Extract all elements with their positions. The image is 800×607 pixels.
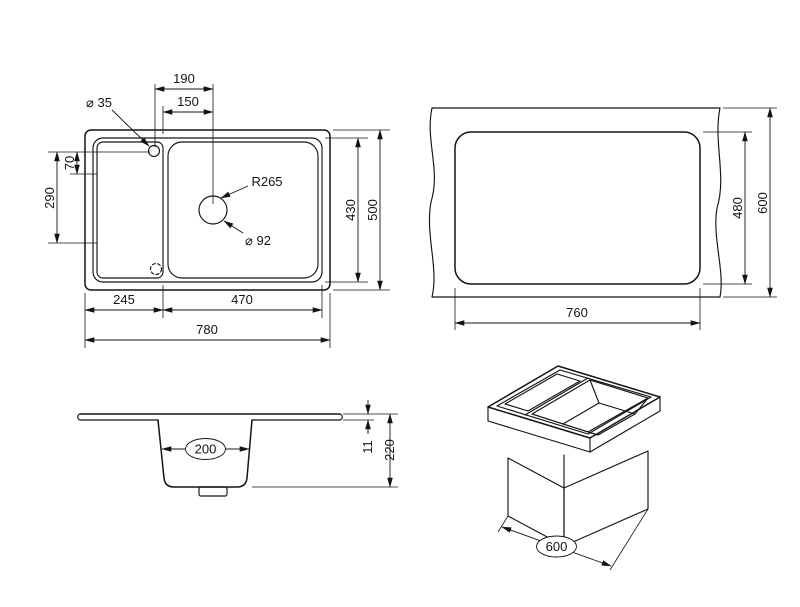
dim-label-500: 500 <box>365 199 380 221</box>
plan-dimension-labels: 190 150 ⌀ 35 R265 ⌀ 92 290 70 430 500 24… <box>42 71 380 337</box>
iso-dimension: 600 <box>497 508 649 571</box>
sink-inner-rim <box>92 137 323 283</box>
iso-view: 600 <box>487 365 661 571</box>
dim-balloon-200 <box>185 438 226 460</box>
plan-extension-lines <box>48 84 390 348</box>
cutout-view: 760 480 600 <box>428 107 777 330</box>
sink-outer-edge <box>84 129 331 291</box>
dim-label-190: 190 <box>173 71 195 86</box>
iso-drainer-inner <box>504 373 581 412</box>
worktop-outline <box>428 107 722 298</box>
leader-drain <box>223 220 244 234</box>
section-view: 200 11 220 <box>77 400 398 497</box>
dim-label-600-worktop: 600 <box>755 192 770 214</box>
worktop-break-line-right <box>715 107 722 298</box>
drain-fitting <box>198 486 228 497</box>
cutout-dimension-labels: 760 480 600 <box>566 192 770 320</box>
drainer-compartment <box>96 141 164 279</box>
dim-balloon-600 <box>536 535 577 558</box>
section-extension-lines <box>252 413 398 488</box>
dim-label-245: 245 <box>113 292 135 307</box>
dim-label-dia35: ⌀ 35 <box>86 95 112 110</box>
main-bowl <box>167 141 319 279</box>
tap-hole-bottom-optional <box>149 262 163 276</box>
cabinet-front-panel <box>563 450 649 547</box>
dim-label-11: 11 <box>360 440 375 454</box>
section-dimension-labels: 200 11 220 <box>195 439 397 461</box>
dim-label-780: 780 <box>196 322 218 337</box>
tap-hole-top <box>147 144 161 158</box>
dim-label-600-cabinet: 600 <box>546 539 568 554</box>
leader-tap-hole <box>111 109 150 147</box>
dim-label-760: 760 <box>566 305 588 320</box>
dim-label-dia92: ⌀ 92 <box>245 233 271 248</box>
rim-end-right <box>339 413 343 421</box>
dim-label-290: 290 <box>42 187 57 209</box>
plan-view: 190 150 ⌀ 35 R265 ⌀ 92 290 70 430 500 24… <box>42 71 390 348</box>
dim-label-200: 200 <box>195 442 217 457</box>
cabinet-left-panel <box>507 457 565 547</box>
section-outline <box>77 413 343 497</box>
dim-label-470: 470 <box>231 292 253 307</box>
iso-divider <box>524 377 589 416</box>
section-dimension-lines <box>161 400 393 488</box>
worktop-break-line-left <box>428 107 435 298</box>
cutout-rect <box>454 131 701 285</box>
plan-outline <box>84 129 331 291</box>
iso-cabinet <box>507 450 649 547</box>
iso-sink <box>487 365 661 453</box>
dim-label-150: 150 <box>177 94 199 109</box>
dim-label-430: 430 <box>343 199 358 221</box>
cutout-dimension-lines <box>454 107 773 326</box>
leader-corner-radius <box>220 185 249 199</box>
dim-label-70: 70 <box>62 156 77 170</box>
iso-rim-inner <box>496 369 652 435</box>
dim-label-220: 220 <box>382 439 397 461</box>
dim-label-480: 480 <box>730 197 745 219</box>
plan-dimension-lines <box>54 86 383 343</box>
rim-end-left <box>77 413 81 421</box>
dim-label-r265: R265 <box>251 174 282 189</box>
